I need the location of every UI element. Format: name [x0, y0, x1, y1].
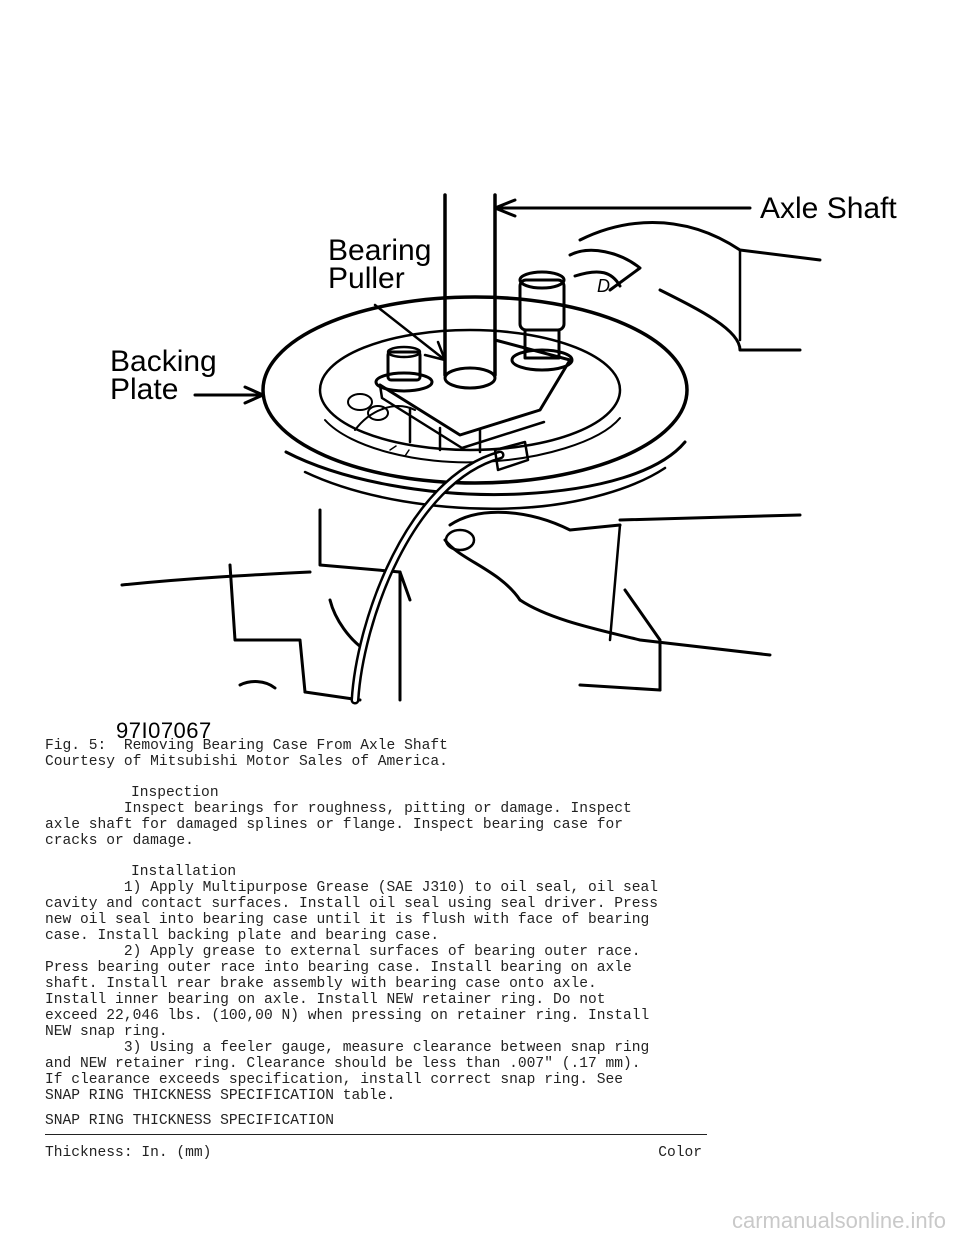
- installation-line: Press bearing outer race into bearing ca…: [45, 960, 632, 976]
- callout-axle-shaft: Axle Shaft: [760, 192, 897, 225]
- callout-bearing-puller-line1: Bearing: [328, 234, 432, 267]
- callout-bearing-puller-line2: Puller: [328, 262, 405, 295]
- installation-line: shaft. Install rear brake assembly with …: [45, 976, 597, 992]
- svg-text:D: D: [597, 276, 610, 296]
- installation-line: 2) Apply grease to external surfaces of …: [45, 944, 641, 960]
- figure-caption-credit: Courtesy of Mitsubishi Motor Sales of Am…: [45, 754, 448, 770]
- callout-backing-plate: Backing Plate: [110, 345, 217, 406]
- inspection-line: cracks or damage.: [45, 833, 194, 849]
- axle-shaft-illustration: D: [120, 193, 822, 705]
- installation-line: NEW snap ring.: [45, 1024, 168, 1040]
- installation-heading: Installation: [131, 864, 237, 880]
- installation-line: 3) Using a feeler gauge, measure clearan…: [45, 1040, 650, 1056]
- figure-id: 97I07067: [116, 718, 212, 743]
- watermark: carmanualsonline.info: [731, 1208, 946, 1233]
- installation-line: and NEW retainer ring. Clearance should …: [45, 1056, 641, 1072]
- inspection-heading: Inspection: [131, 785, 219, 801]
- table-title: SNAP RING THICKNESS SPECIFICATION: [45, 1113, 335, 1129]
- table-header-color: Color: [658, 1145, 702, 1161]
- installation-line: Install inner bearing on axle. Install N…: [45, 992, 606, 1008]
- table-header-thickness: Thickness: In. (mm): [45, 1145, 212, 1161]
- callout-bearing-puller: Bearing Puller: [328, 234, 432, 295]
- callout-backing-plate-line2: Plate: [110, 373, 179, 406]
- inspection-line: Inspect bearings for roughness, pitting …: [45, 801, 632, 817]
- table-top-rule: [45, 1134, 707, 1135]
- callout-backing-plate-line1: Backing: [110, 345, 217, 378]
- callout-axle-shaft-label: Axle Shaft: [760, 192, 897, 225]
- figure-caption-title: Fig. 5: Removing Bearing Case From Axle …: [45, 738, 448, 754]
- installation-line: cavity and contact surfaces. Install oil…: [45, 896, 659, 912]
- installation-line: new oil seal into bearing case until it …: [45, 912, 650, 928]
- inspection-line: axle shaft for damaged splines or flange…: [45, 817, 624, 833]
- installation-line: If clearance exceeds specification, inst…: [45, 1072, 624, 1088]
- installation-line: SNAP RING THICKNESS SPECIFICATION table.: [45, 1088, 396, 1104]
- installation-line: exceed 22,046 lbs. (100,00 N) when press…: [45, 1008, 650, 1024]
- installation-line: case. Install backing plate and bearing …: [45, 928, 440, 944]
- installation-line: 1) Apply Multipurpose Grease (SAE J310) …: [45, 880, 659, 896]
